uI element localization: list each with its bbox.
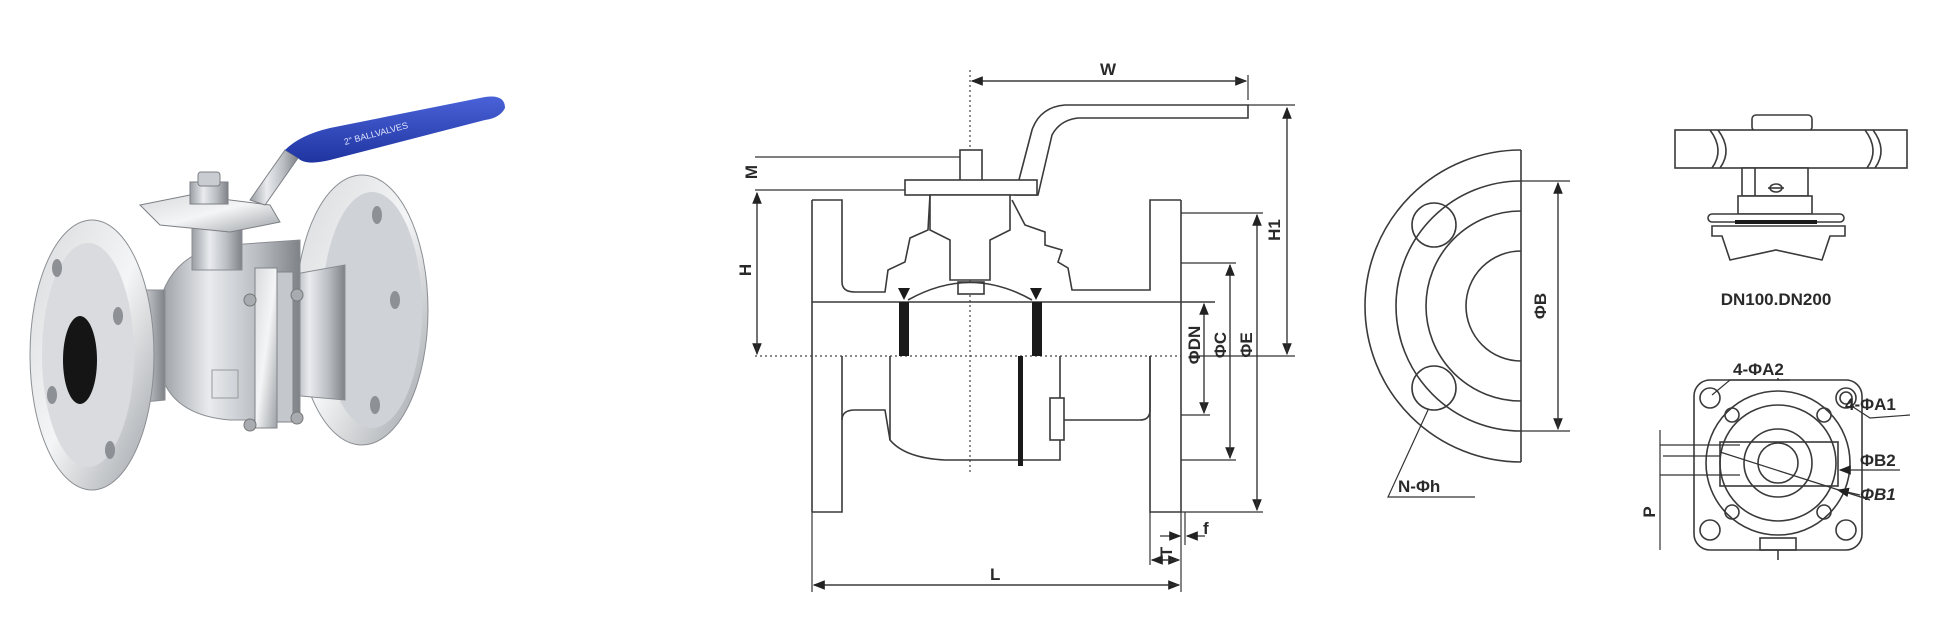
dim-dn-label: ΦDN — [1185, 326, 1204, 365]
dim-h-label: H — [736, 264, 755, 276]
dim-b-label: ΦB — [1531, 293, 1550, 319]
dim-w-label: W — [1100, 60, 1117, 79]
dim-l-label: L — [990, 565, 1000, 584]
dim-f-label: f — [1203, 519, 1209, 538]
dim-a1-label: 4-ΦA1 — [1845, 395, 1896, 414]
handle-outline — [1013, 104, 1249, 196]
dim-m-label: M — [742, 165, 761, 179]
valve-photo: 2" BALLVALVES — [29, 96, 505, 491]
mounting-pad-view: 4-ΦA2 4-ΦA1 ΦB2 ΦB1 P — [1640, 360, 1911, 560]
detail-caption: DN100.DN200 — [1721, 290, 1832, 309]
dim-a2-label: 4-ΦA2 — [1733, 360, 1784, 379]
dim-p-label: P — [1640, 506, 1659, 517]
bolt-holes-label: N-Φh — [1398, 477, 1440, 496]
dim-t-label: T — [1157, 546, 1176, 557]
valve-bore — [63, 316, 97, 404]
dim-b2-label: ΦB2 — [1860, 451, 1896, 470]
flange-face-view: ΦB N-Φh — [1364, 149, 1570, 498]
dim-e-label: ΦE — [1237, 332, 1256, 357]
dim-h1-label: H1 — [1265, 219, 1284, 241]
side-section-view: W M H — [736, 60, 1295, 592]
dim-c-label: ΦC — [1211, 332, 1230, 358]
dim-b1-label: ΦB1 — [1860, 485, 1896, 504]
stem-top-detail: DN100.DN200 — [1674, 114, 1908, 309]
valve-handle — [285, 96, 505, 163]
